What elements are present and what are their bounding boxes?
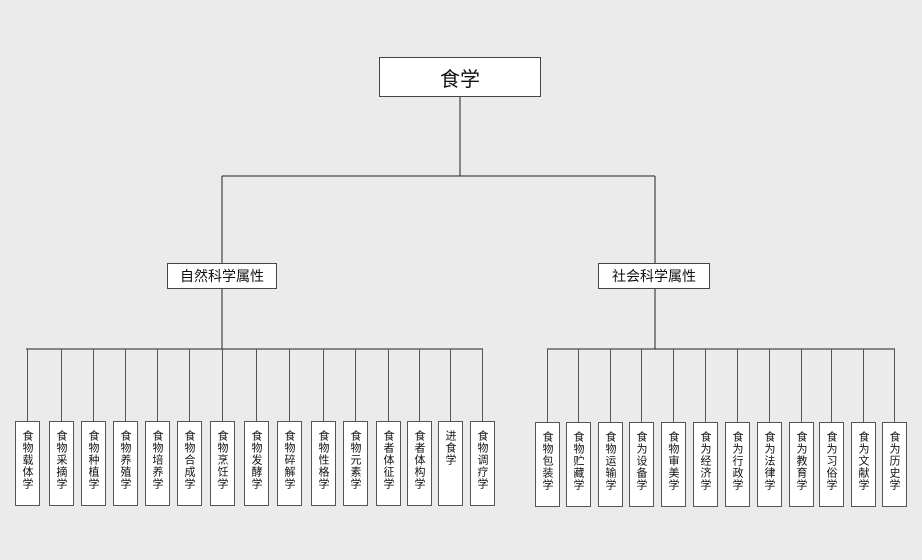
category-label: 自然科学属性 bbox=[180, 269, 264, 285]
leaf-node: 食物碎解学 bbox=[277, 421, 302, 506]
leaf-node: 食物载体学 bbox=[15, 421, 40, 506]
leaf-label: 食者体征学 bbox=[382, 430, 395, 490]
leaf-node: 食者体征学 bbox=[376, 421, 401, 506]
category-natural-science: 自然科学属性 bbox=[167, 263, 277, 289]
leaf-node: 食物合成学 bbox=[177, 421, 202, 506]
leaf-label: 食物元素学 bbox=[349, 430, 362, 490]
leaf-label: 食物养殖学 bbox=[119, 430, 132, 490]
leaf-label: 食物载体学 bbox=[21, 430, 34, 490]
leaf-node: 食为行政学 bbox=[725, 422, 750, 507]
leaf-label: 食物贮藏学 bbox=[572, 431, 585, 491]
leaf-node: 进食学 bbox=[438, 421, 463, 506]
leaf-node: 食为设备学 bbox=[629, 422, 654, 507]
category-social-science: 社会科学属性 bbox=[598, 263, 710, 289]
category-label: 社会科学属性 bbox=[612, 269, 696, 285]
leaf-node: 食物性格学 bbox=[311, 421, 336, 506]
leaf-label: 食物审美学 bbox=[667, 431, 680, 491]
leaf-label: 食物种植学 bbox=[87, 430, 100, 490]
leaf-node: 食物培养学 bbox=[145, 421, 170, 506]
leaf-label: 食为行政学 bbox=[731, 431, 744, 491]
leaf-node: 食物元素学 bbox=[343, 421, 368, 506]
leaf-node: 食物种植学 bbox=[81, 421, 106, 506]
leaf-label: 食者体构学 bbox=[413, 430, 426, 490]
leaf-label: 食为教育学 bbox=[795, 431, 808, 491]
leaf-node: 食物养殖学 bbox=[113, 421, 138, 506]
leaf-label: 食物碎解学 bbox=[283, 430, 296, 490]
leaf-label: 食为法律学 bbox=[763, 431, 776, 491]
leaf-label: 食物调疗学 bbox=[476, 430, 489, 490]
leaf-label: 食为文献学 bbox=[857, 431, 870, 491]
leaf-label: 食物合成学 bbox=[183, 430, 196, 490]
leaf-node: 食物采摘学 bbox=[49, 421, 74, 506]
leaf-node: 食物贮藏学 bbox=[566, 422, 591, 507]
leaf-label: 食为习俗学 bbox=[825, 431, 838, 491]
leaf-label: 食物运输学 bbox=[604, 431, 617, 491]
leaf-label: 食为历史学 bbox=[888, 431, 901, 491]
root-node: 食学 bbox=[379, 57, 541, 97]
leaf-node: 食物烹饪学 bbox=[210, 421, 235, 506]
leaf-node: 食物发酵学 bbox=[244, 421, 269, 506]
leaf-node: 食物包装学 bbox=[535, 422, 560, 507]
leaf-node: 食为习俗学 bbox=[819, 422, 844, 507]
leaf-node: 食为法律学 bbox=[757, 422, 782, 507]
leaf-node: 食物审美学 bbox=[661, 422, 686, 507]
leaf-node: 食为历史学 bbox=[882, 422, 907, 507]
leaf-node: 食为教育学 bbox=[789, 422, 814, 507]
leaf-label: 食物发酵学 bbox=[250, 430, 263, 490]
leaf-node: 食者体构学 bbox=[407, 421, 432, 506]
root-label: 食学 bbox=[440, 66, 480, 91]
leaf-label: 食物采摘学 bbox=[55, 430, 68, 490]
leaf-label: 食物培养学 bbox=[151, 430, 164, 490]
leaf-label: 进食学 bbox=[444, 430, 457, 466]
leaf-node: 食为经济学 bbox=[693, 422, 718, 507]
leaf-label: 食物烹饪学 bbox=[216, 430, 229, 490]
leaf-label: 食为设备学 bbox=[635, 431, 648, 491]
leaf-node: 食为文献学 bbox=[851, 422, 876, 507]
leaf-node: 食物运输学 bbox=[598, 422, 623, 507]
leaf-node: 食物调疗学 bbox=[470, 421, 495, 506]
leaf-label: 食物包装学 bbox=[541, 431, 554, 491]
leaf-label: 食为经济学 bbox=[699, 431, 712, 491]
leaf-label: 食物性格学 bbox=[317, 430, 330, 490]
